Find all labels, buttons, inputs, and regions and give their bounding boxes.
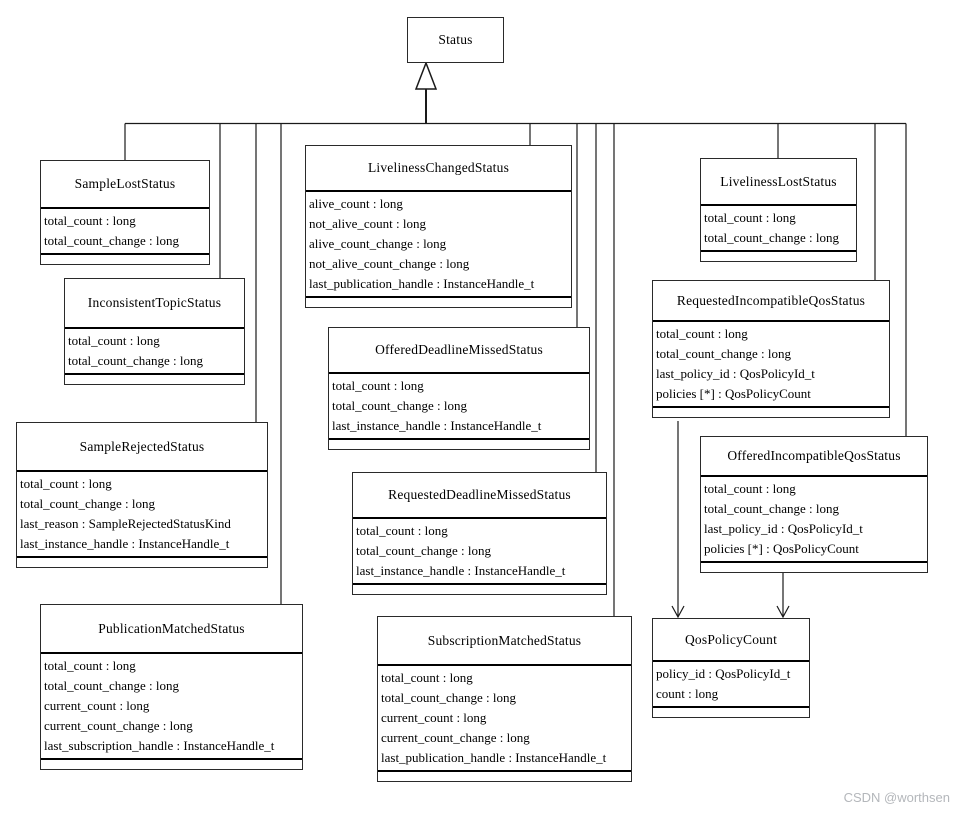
- class-offered-deadline-missed-status: OfferedDeadlineMissedStatus total_count …: [328, 327, 590, 450]
- open-arrowhead-icon: [671, 605, 685, 619]
- attribute: total_count : long: [332, 378, 424, 393]
- class-attributes: total_count : long total_count_change : …: [329, 372, 589, 440]
- class-operations-empty: [701, 563, 927, 572]
- attribute: last_policy_id : QosPolicyId_t: [704, 521, 863, 536]
- class-title: OfferedIncompatibleQosStatus: [727, 448, 901, 463]
- attribute: count : long: [656, 686, 719, 701]
- attribute: total_count : long: [68, 333, 160, 348]
- class-attributes: total_count : long total_count_change : …: [701, 204, 856, 252]
- attribute: not_alive_count_change : long: [309, 256, 470, 271]
- attribute: last_subscription_handle : InstanceHandl…: [44, 738, 275, 753]
- attribute: policies [*] : QosPolicyCount: [704, 541, 859, 556]
- association-arrow-offered-to-qospolicycount: [776, 573, 790, 619]
- attribute: total_count : long: [44, 658, 136, 673]
- class-attributes: total_count : long total_count_change : …: [653, 320, 889, 408]
- class-operations-empty: [653, 708, 809, 717]
- attribute: current_count : long: [44, 698, 150, 713]
- attribute: total_count : long: [656, 326, 748, 341]
- class-subscription-matched-status: SubscriptionMatchedStatus total_count : …: [377, 616, 632, 782]
- attribute: last_instance_handle : InstanceHandle_t: [20, 536, 230, 551]
- class-attributes: total_count : long total_count_change : …: [378, 664, 631, 772]
- attribute: total_count : long: [381, 670, 473, 685]
- attribute: total_count : long: [704, 210, 796, 225]
- class-title: SampleRejectedStatus: [79, 438, 205, 454]
- attribute: current_count_change : long: [381, 730, 530, 745]
- attribute: total_count : long: [44, 213, 136, 228]
- class-operations-empty: [65, 375, 244, 384]
- attribute: total_count_change : long: [656, 346, 792, 361]
- class-attributes: total_count : long total_count_change : …: [17, 470, 267, 558]
- class-status: Status: [407, 17, 504, 63]
- class-operations-empty: [17, 558, 267, 567]
- attribute: alive_count_change : long: [309, 236, 447, 251]
- attribute: current_count_change : long: [44, 718, 193, 733]
- class-attributes: policy_id : QosPolicyId_t count : long: [653, 660, 809, 708]
- class-operations-empty: [41, 255, 209, 264]
- attribute: last_instance_handle : InstanceHandle_t: [356, 563, 566, 578]
- class-attributes: total_count : long total_count_change : …: [701, 475, 927, 563]
- attribute: total_count_change : long: [704, 230, 840, 245]
- watermark-text: CSDN @worthsen: [843, 790, 950, 805]
- class-title: PublicationMatchedStatus: [98, 620, 245, 636]
- class-liveliness-lost-status: LivelinessLostStatus total_count : long …: [700, 158, 857, 262]
- attribute: total_count_change : long: [44, 233, 180, 248]
- class-qos-policy-count: QosPolicyCount policy_id : QosPolicyId_t…: [652, 618, 810, 718]
- class-attributes: alive_count : long not_alive_count : lon…: [306, 190, 571, 298]
- class-title: RequestedIncompatibleQosStatus: [676, 292, 866, 308]
- attribute: total_count_change : long: [356, 543, 492, 558]
- class-sample-lost-status: SampleLostStatus total_count : long tota…: [40, 160, 210, 265]
- open-arrowhead-icon: [776, 605, 790, 619]
- class-inconsistent-topic-status: InconsistentTopicStatus total_count : lo…: [64, 278, 245, 385]
- attribute: total_count : long: [704, 481, 796, 496]
- attribute: total_count_change : long: [332, 398, 468, 413]
- class-liveliness-changed-status: LivelinessChangedStatus alive_count : lo…: [305, 145, 572, 308]
- class-operations-empty: [353, 585, 606, 594]
- class-title: LivelinessChangedStatus: [367, 160, 510, 175]
- attribute: total_count_change : long: [68, 353, 204, 368]
- class-attributes: total_count : long total_count_change : …: [41, 652, 302, 760]
- attribute: last_publication_handle : InstanceHandle…: [309, 276, 535, 291]
- generalization-triangle-icon: [414, 60, 438, 90]
- class-operations-empty: [329, 440, 589, 449]
- generalization-tree: [124, 60, 907, 616]
- attribute: last_instance_handle : InstanceHandle_t: [332, 418, 542, 433]
- class-attributes: total_count : long total_count_change : …: [65, 327, 244, 375]
- attribute: total_count_change : long: [44, 678, 180, 693]
- attribute: last_policy_id : QosPolicyId_t: [656, 366, 815, 381]
- class-sample-rejected-status: SampleRejectedStatus total_count : long …: [16, 422, 268, 568]
- class-title: InconsistentTopicStatus: [87, 295, 222, 310]
- attribute: not_alive_count : long: [309, 216, 426, 231]
- class-operations-empty: [701, 252, 856, 261]
- class-operations-empty: [653, 408, 889, 417]
- class-title: SubscriptionMatchedStatus: [427, 632, 582, 648]
- attribute: last_reason : SampleRejectedStatusKind: [20, 516, 231, 531]
- class-attributes: total_count : long total_count_change : …: [353, 517, 606, 585]
- class-attributes: total_count : long total_count_change : …: [41, 207, 209, 255]
- attribute: policy_id : QosPolicyId_t: [656, 666, 791, 681]
- class-offered-incompatible-qos-status: OfferedIncompatibleQosStatus total_count…: [700, 436, 928, 573]
- attribute: alive_count : long: [309, 196, 403, 211]
- class-operations-empty: [41, 760, 302, 769]
- class-title: SampleLostStatus: [74, 176, 176, 191]
- class-title: QosPolicyCount: [684, 631, 778, 647]
- attribute: total_count_change : long: [20, 496, 156, 511]
- attribute: total_count : long: [20, 476, 112, 491]
- attribute: total_count_change : long: [704, 501, 840, 516]
- class-operations-empty: [378, 772, 631, 781]
- class-title: LivelinessLostStatus: [720, 173, 837, 189]
- class-publication-matched-status: PublicationMatchedStatus total_count : l…: [40, 604, 303, 770]
- association-arrow-requested-to-qospolicycount: [671, 421, 685, 619]
- attribute: current_count : long: [381, 710, 487, 725]
- class-title: RequestedDeadlineMissedStatus: [388, 487, 571, 502]
- class-title: OfferedDeadlineMissedStatus: [375, 342, 543, 357]
- class-requested-deadline-missed-status: RequestedDeadlineMissedStatus total_coun…: [352, 472, 607, 595]
- class-requested-incompatible-qos-status: RequestedIncompatibleQosStatus total_cou…: [652, 280, 890, 418]
- attribute: policies [*] : QosPolicyCount: [656, 386, 811, 401]
- attribute: last_publication_handle : InstanceHandle…: [381, 750, 607, 765]
- attribute: total_count_change : long: [381, 690, 517, 705]
- class-operations-empty: [306, 298, 571, 307]
- attribute: total_count : long: [356, 523, 448, 538]
- class-title: Status: [438, 32, 473, 47]
